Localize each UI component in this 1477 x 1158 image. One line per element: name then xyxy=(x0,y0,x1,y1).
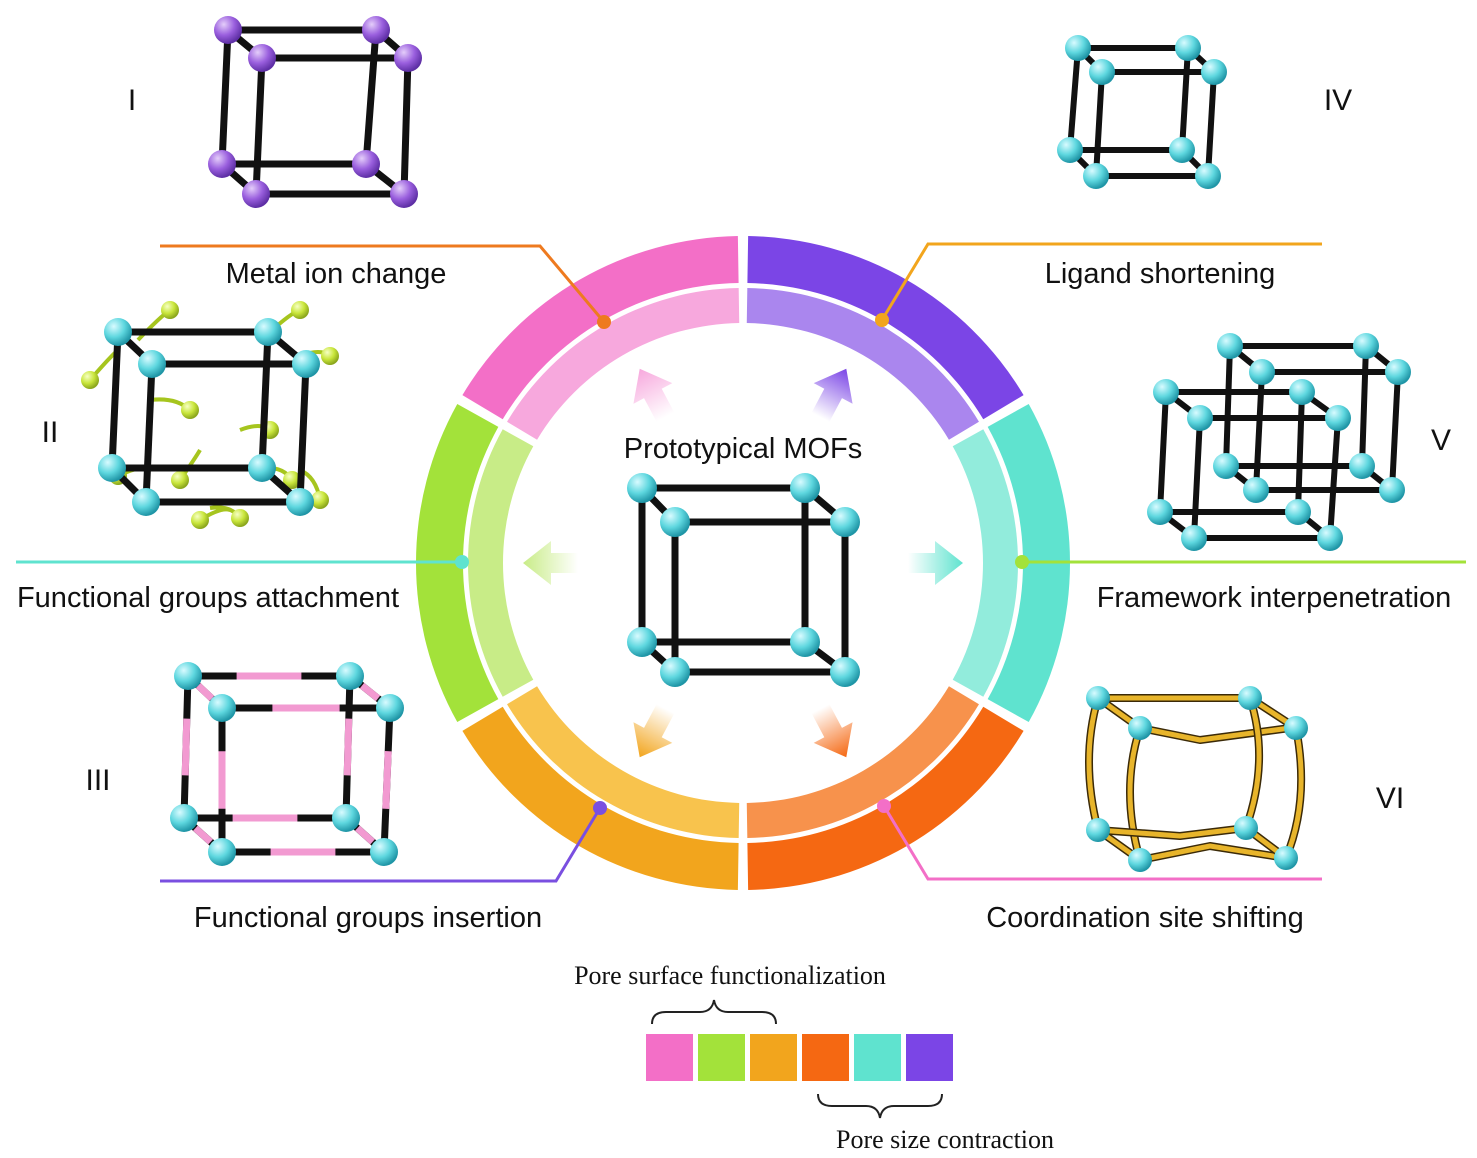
roman-IV: IV xyxy=(1324,84,1352,117)
legend-swatches xyxy=(646,1034,953,1081)
leader-line-ligand-shortening xyxy=(880,242,1322,321)
arrow-functional-groups-insertion xyxy=(633,703,675,758)
ring-outer-functional-groups-insertion xyxy=(462,706,739,890)
leader-lines xyxy=(16,242,1466,883)
ring-inner-framework-interpenetration xyxy=(952,429,1018,697)
strategy-ring xyxy=(416,236,1070,890)
legend-swatch-5 xyxy=(854,1034,901,1081)
arrow-functional-groups-attachment xyxy=(523,541,578,585)
ring-inner-ligand-shortening xyxy=(746,288,979,440)
label-metal-ion-change: Metal ion change xyxy=(226,258,447,290)
ring-inner-metal-ion-change xyxy=(507,288,740,440)
legend-bottom-label: Pore size contraction xyxy=(836,1125,1054,1154)
structure-V-cube-front xyxy=(1147,379,1351,551)
roman-III: III xyxy=(85,764,110,797)
roman-II: II xyxy=(42,416,59,449)
label-functional-groups-attachment: Functional groups attachment xyxy=(17,582,399,614)
leader-dot-functional-groups-attachment xyxy=(455,555,469,569)
leader-dot-ligand-shortening xyxy=(875,313,889,327)
label-coordination-site-shifting: Coordination site shifting xyxy=(986,902,1304,934)
arrow-ligand-shortening xyxy=(811,368,853,423)
legend-top-brace xyxy=(651,999,777,1025)
structure-VI xyxy=(1085,686,1308,872)
ring-outer-coordination-site-shifting xyxy=(747,706,1024,890)
ring-outer-metal-ion-change xyxy=(462,236,739,420)
functional-groups xyxy=(81,301,339,529)
center-arrows xyxy=(523,368,963,758)
structures xyxy=(81,16,1411,872)
arrow-metal-ion-change xyxy=(633,368,675,423)
leader-dot-functional-groups-insertion xyxy=(593,801,607,815)
structure-prototypical-mof xyxy=(627,473,860,687)
ring-inner-functional-groups-attachment xyxy=(468,429,534,697)
structure-IV xyxy=(1057,35,1227,189)
ring-outer-ligand-shortening xyxy=(747,236,1024,420)
structure-III xyxy=(170,662,404,866)
label-ligand-shortening: Ligand shortening xyxy=(1045,258,1276,290)
arrow-framework-interpenetration xyxy=(908,541,963,585)
structure-II xyxy=(81,301,339,529)
label-framework-interpenetration: Framework interpenetration xyxy=(1097,582,1452,614)
structure-II-cube xyxy=(98,318,320,516)
ring-inner-functional-groups-insertion xyxy=(507,686,740,838)
leader-line-functional-groups-insertion xyxy=(160,807,602,883)
ring-inner-coordination-site-shifting xyxy=(746,686,979,838)
leader-line-metal-ion-change xyxy=(160,244,606,323)
arrow-coordination-site-shifting xyxy=(811,703,853,758)
leader-dot-metal-ion-change xyxy=(597,315,611,329)
center-title: Prototypical MOFs xyxy=(624,433,863,465)
structure-I xyxy=(208,16,422,208)
roman-VI: VI xyxy=(1376,782,1404,815)
roman-V: V xyxy=(1431,424,1451,457)
legend-swatch-1 xyxy=(646,1034,693,1081)
leader-line-coordination-site-shifting xyxy=(882,805,1322,881)
label-functional-groups-insertion: Functional groups insertion xyxy=(194,902,542,934)
legend: Pore surface functionalization Pore size… xyxy=(574,961,1054,1154)
legend-bottom-brace xyxy=(817,1093,943,1119)
legend-swatch-6 xyxy=(906,1034,953,1081)
legend-swatch-4 xyxy=(802,1034,849,1081)
structure-V xyxy=(1147,333,1411,551)
leader-dot-coordination-site-shifting xyxy=(877,799,891,813)
legend-swatch-3 xyxy=(750,1034,797,1081)
roman-I: I xyxy=(128,84,136,117)
legend-top-label: Pore surface functionalization xyxy=(574,961,886,990)
leader-dot-framework-interpenetration xyxy=(1015,555,1029,569)
legend-swatch-2 xyxy=(698,1034,745,1081)
